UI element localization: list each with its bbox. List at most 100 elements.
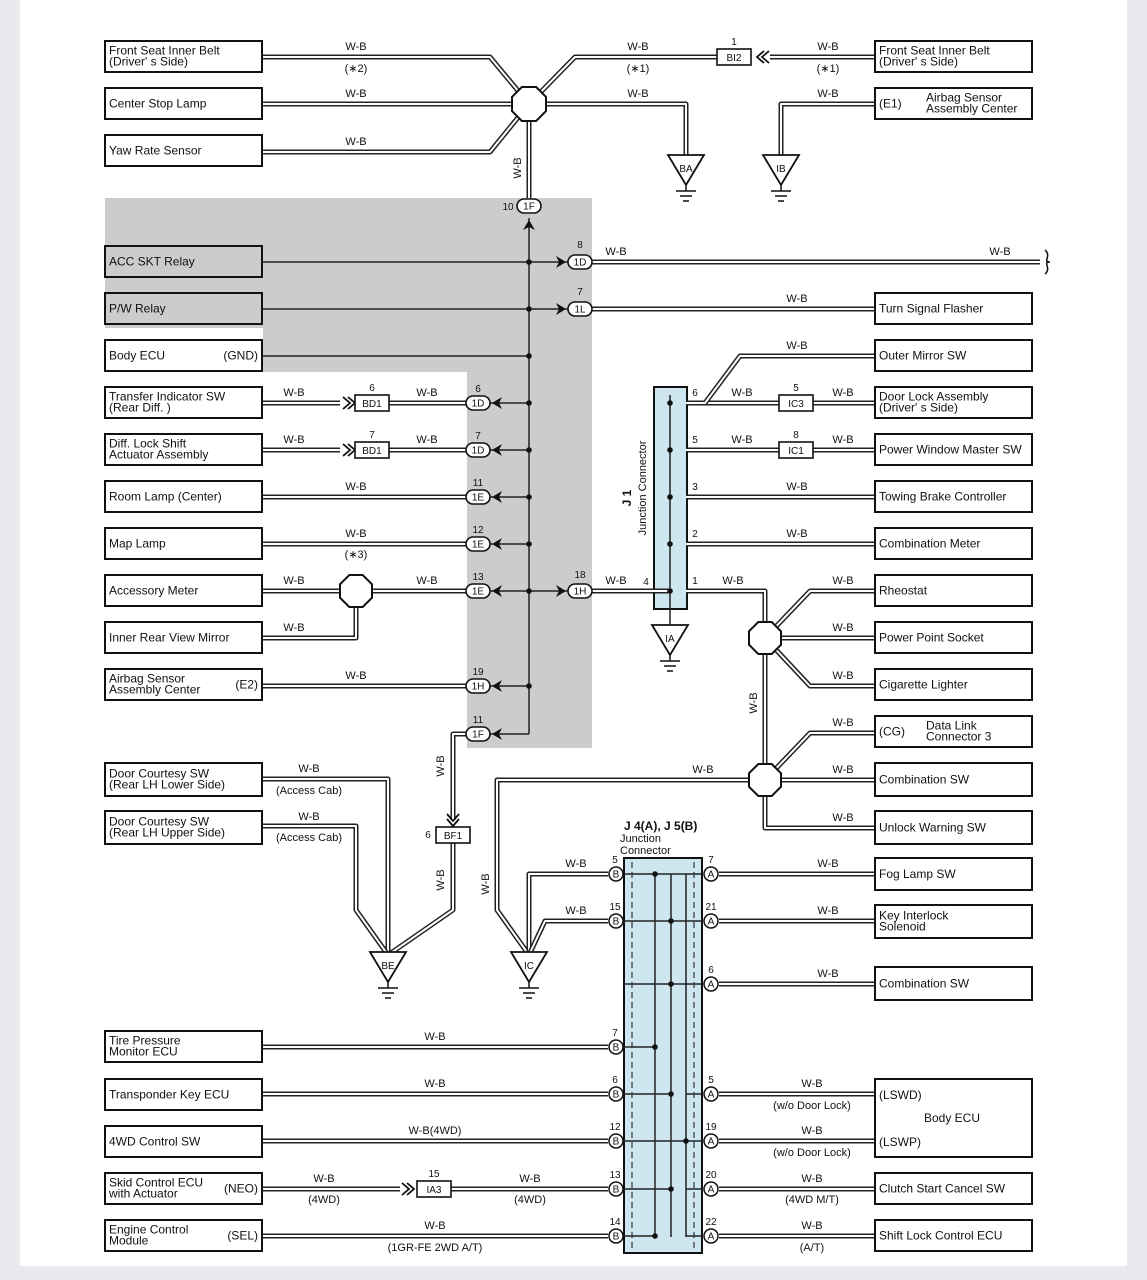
left-component-box [104,1125,263,1158]
label: W-B [801,1220,822,1232]
right-component-box-label: Key Interlock [879,909,949,923]
right-component-box-label: Cigarette Lighter [879,678,968,692]
left-component-box-label: Skid Control ECU [109,1176,203,1190]
label: W-B [345,670,366,682]
inline-connector-label: BD1 [362,446,382,457]
junction-dot [526,494,532,500]
label: W-B [298,811,319,823]
pin-number: 8 [577,240,583,251]
wire [778,101,875,155]
splice-point [339,574,373,608]
splice-point [748,621,782,655]
pin-number: 6 [475,384,481,395]
right-component-box-label: Combination SW [879,977,970,991]
junction-sublabel: Junction [620,833,661,845]
note: (Access Cab) [276,832,342,844]
ground-lines [660,655,680,672]
inline-connector-label: IA3 [426,1185,441,1196]
left-component-box-label: (Rear Diff. ) [109,401,171,415]
left-component-box-label: Transfer Indicator SW [109,390,226,404]
inline-connector [778,394,814,412]
connector-pill [465,678,491,694]
pin-number: 22 [705,1217,717,1228]
ground-lines [676,185,696,202]
label: W-B [832,575,853,587]
note: (4WD M/T) [785,1194,839,1206]
left-component-box-label: (Rear LH Upper Side) [109,826,225,840]
junction-terminal [703,1228,719,1244]
inline-connector-label: IC1 [788,446,804,457]
left-component-box [104,292,263,325]
splice-point [511,86,547,122]
junction-terminal [608,1133,624,1149]
wire-core [496,779,749,956]
right-component-box [874,386,1033,419]
label: W-B [424,1031,445,1043]
label: W-B [817,858,838,870]
label: W-B [817,968,838,980]
wire-core [764,590,875,639]
pin-number: 5 [692,435,698,446]
pin-number: 6 [692,388,698,399]
note: (w/o Door Lock) [773,1147,851,1159]
wire-break [1044,249,1051,275]
left-component-box [104,339,263,372]
note: (∗1) [627,63,650,75]
junction-terminal-letter: A [708,1232,715,1243]
right-component-box [874,621,1033,654]
junction-terminal [703,913,719,929]
pin-number: 10 [502,202,514,213]
right-component-box [874,480,1033,513]
label: W-B [801,1125,822,1137]
junction-dot [526,588,532,594]
note: (Access Cab) [276,785,342,797]
inline-connector [778,441,814,459]
wire [450,731,466,820]
connector-pill [567,301,593,317]
label: W-B [817,905,838,917]
note: (∗1) [817,63,840,75]
inline-connector-label: BD1 [362,399,382,410]
right-component-box-label: Data Link [926,719,978,733]
page-margin-right [1127,0,1147,1280]
junction-terminal [608,913,624,929]
pin-number: 7 [369,430,375,441]
wire-core [780,103,875,155]
junction-terminal-letter: A [708,980,715,991]
label: W-B [345,481,366,493]
ground-symbol [368,951,408,984]
note: (A/T) [800,1242,824,1254]
label: W-B [424,1078,445,1090]
junction-terminal-letter: B [613,1185,620,1196]
pin-number: 20 [705,1170,717,1181]
inline-connector [354,394,390,412]
left-component-box-label: Accessory Meter [109,584,198,598]
right-component-box-label: (Driver' s Side) [879,401,958,415]
junction-dot [526,259,532,265]
left-component-box-pin: (SEL) [227,1229,258,1243]
pin-number: 6 [612,1075,618,1086]
pin-number: 2 [692,529,698,540]
label: W-B [832,670,853,682]
ground-label: IA [665,634,675,645]
ground-label: BA [679,164,693,175]
junction-dot [667,494,673,500]
junction-terminal-letter: A [708,917,715,928]
ground-lines [771,185,791,202]
left-component-box-label: Engine Control [109,1223,188,1237]
right-component-box [874,857,1033,891]
right-component-box [874,574,1033,607]
left-component-box [104,762,263,797]
right-component-box [874,527,1033,560]
right-component-box-label: Power Window Master SW [879,443,1022,457]
left-component-box [104,1219,263,1252]
wire-core [704,355,875,404]
note: (4WD) [514,1194,546,1206]
pin-number: 3 [692,482,698,493]
connector-label: 1E [472,493,485,504]
junction-j4j5-block [623,857,703,1254]
pin-number: 14 [609,1217,621,1228]
label: W-B [627,88,648,100]
inline-connector [416,1180,452,1198]
junction-dot [668,981,674,987]
